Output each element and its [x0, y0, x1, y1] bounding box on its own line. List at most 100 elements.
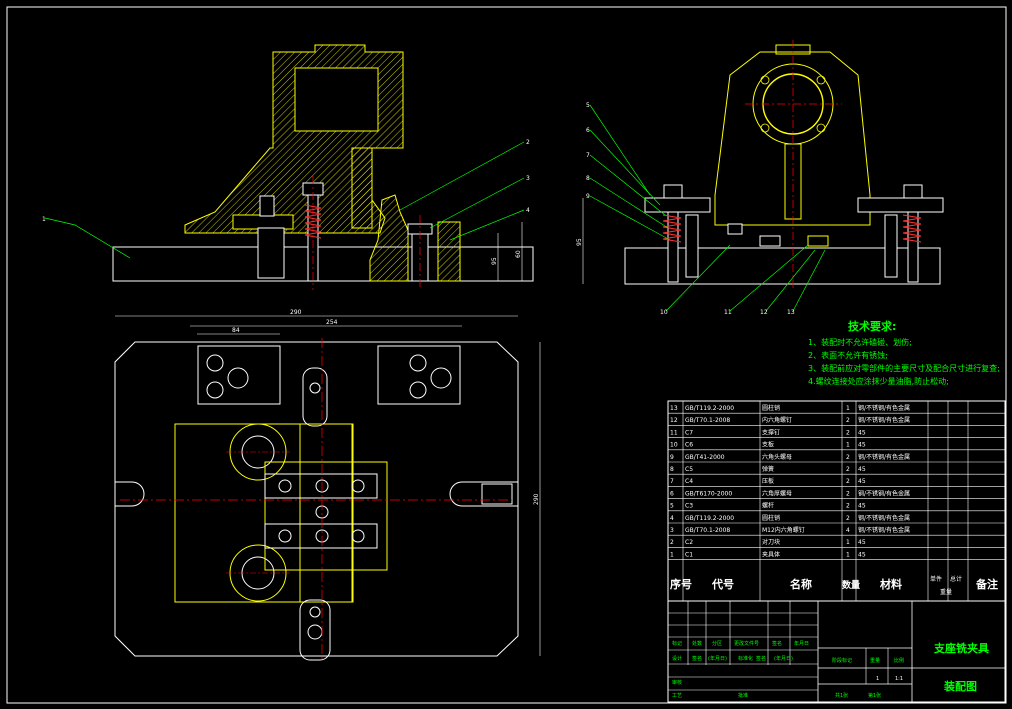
row-name: 圆柱销: [762, 404, 780, 412]
front-tool-block: [369, 194, 409, 282]
side-bolt: [884, 214, 898, 278]
tb-standard: 标准化: [738, 655, 753, 662]
tb-date-ph: (年月日): [708, 655, 727, 662]
row-code: GB/T119.2-2000: [685, 515, 734, 522]
leader-10: [665, 244, 731, 312]
top-clamp-nut: [409, 381, 427, 399]
top-u-slot-left: [115, 481, 145, 507]
side-screw-right: [907, 211, 919, 283]
front-clamp-plate: [232, 214, 294, 230]
leader-8: [589, 177, 669, 229]
tech-item: 3、装配前应对零部件的主要尺寸及配合尺寸进行复查;: [808, 363, 1000, 373]
tb-mark: 标记: [672, 640, 682, 647]
row-material: 45: [858, 442, 866, 449]
row-name: M12内六角螺钉: [762, 526, 805, 534]
tb-process: 工艺: [672, 693, 682, 699]
front-clamp-block: [259, 195, 275, 217]
top-bar-hole: [278, 529, 292, 543]
title-block: 支座铣夹具 装配图 标记 处数 分区 更改文件号 签名 年月日 设计 签名 (年…: [667, 600, 1006, 703]
tb-sheet-no: 第1张: [868, 692, 881, 699]
tb-sign-2: 签名: [692, 655, 702, 662]
top-base: [114, 341, 519, 657]
front-dim-h1: 95: [491, 257, 498, 265]
tb-date: 年月日: [794, 640, 809, 647]
row-name: 螺杆: [762, 502, 774, 510]
side-support: [759, 235, 781, 247]
row-qty: 1: [846, 405, 850, 412]
leader-label-9: 9: [586, 193, 590, 200]
front-view: 95 60 1 2 3 4: [42, 44, 534, 290]
row-qty: 1: [846, 551, 850, 558]
row-material: 45: [858, 539, 866, 546]
row-name: 六角头螺母: [762, 453, 792, 461]
side-bracket: [714, 51, 871, 226]
top-bar-hole: [351, 529, 365, 543]
tb-sign: 签名: [772, 640, 782, 647]
front-base: [112, 246, 534, 282]
row-qty: 1: [846, 539, 850, 546]
row-code: GB/T41-2000: [685, 454, 725, 461]
row-material: 45: [858, 503, 866, 510]
side-screw-left: [667, 211, 679, 283]
row-code: C6: [685, 442, 693, 449]
side-view: 95 5 6 7 8 9 10 11 12 13: [576, 40, 944, 316]
row-seq: 8: [670, 466, 674, 473]
row-seq: 2: [670, 539, 674, 546]
parts-list-grid: [667, 400, 1006, 601]
row-seq: 6: [670, 490, 674, 497]
leader-label-11: 11: [724, 309, 732, 316]
top-dim-right-text: 290: [533, 493, 540, 505]
leader-label-3: 3: [526, 175, 530, 182]
tb-date-ph-2: (年月日): [774, 655, 793, 662]
row-material: 钢/不锈钢/有色金属: [858, 514, 910, 522]
top-slot-hole: [309, 606, 321, 618]
row-qty: 2: [846, 417, 850, 424]
row-material: 钢/不锈钢/有色金属: [858, 453, 910, 461]
top-clamp-nut: [206, 381, 224, 399]
top-clamp-nut: [409, 354, 427, 372]
top-fixture-web: [299, 423, 353, 603]
header-seq: 序号: [670, 577, 692, 591]
leader-label-1: 1: [42, 216, 46, 223]
top-dim-overall-text: 290: [290, 309, 302, 316]
drawing-name: 支座铣夹具: [933, 641, 989, 655]
top-view: 290 254 84 290: [114, 309, 541, 662]
tb-scale-value: 1:1: [895, 676, 903, 682]
title-block-frame: [667, 600, 1006, 703]
row-code: GB/T6170-2000: [685, 490, 732, 497]
tb-approve: 批准: [738, 692, 748, 699]
tb-review: 审核: [672, 679, 682, 686]
row-seq: 3: [670, 527, 674, 534]
side-flange-hole: [816, 123, 826, 133]
tb-change-doc: 更改文件号: [734, 640, 759, 647]
leader-label-12: 12: [760, 309, 768, 316]
side-spring-right: [902, 214, 922, 243]
tb-qty-value: 1: [876, 676, 879, 682]
row-name: 弹簧: [762, 465, 774, 473]
leader-7: [589, 154, 666, 216]
row-code: GB/T119.2-2000: [685, 405, 734, 412]
row-material: 钢/不锈钢/有色金属: [858, 489, 910, 497]
side-nut-right: [903, 184, 923, 199]
leader-label-6: 6: [586, 127, 590, 134]
row-code: C2: [685, 539, 693, 546]
top-clamp-nut: [206, 354, 224, 372]
row-seq: 12: [670, 417, 678, 424]
leader-label-5: 5: [586, 102, 590, 109]
row-code: GB/T70.1-2008: [685, 527, 730, 534]
leader-label-10: 10: [660, 309, 668, 316]
top-bar-hole: [278, 479, 292, 493]
leader-3: [429, 177, 525, 229]
top-tool-block: [481, 483, 513, 505]
top-slot-hole: [307, 624, 323, 640]
top-slot-hole: [309, 382, 321, 394]
